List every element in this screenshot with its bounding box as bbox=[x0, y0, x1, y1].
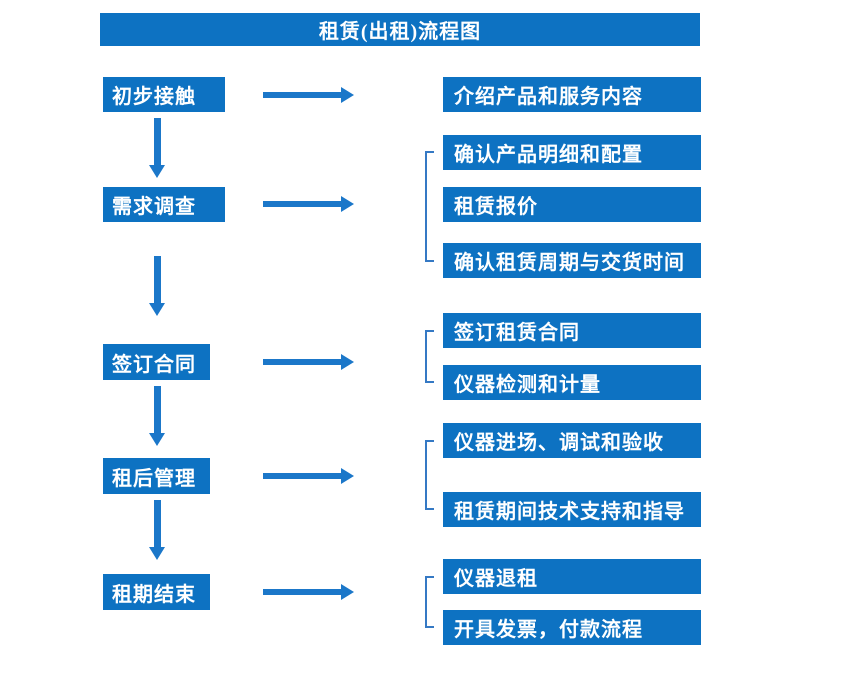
arrow-right-2 bbox=[263, 196, 354, 212]
step-box-demand-survey: 需求调查 bbox=[103, 187, 225, 222]
arrow-right-1 bbox=[263, 87, 354, 103]
output-box-sign-rental-contract: 签订租赁合同 bbox=[443, 313, 701, 348]
output-box-invoice-payment: 开具发票，付款流程 bbox=[443, 610, 701, 645]
bracket-post-rental-group bbox=[425, 440, 434, 510]
step-box-sign-contract: 签订合同 bbox=[103, 344, 210, 380]
arrow-right-3 bbox=[263, 354, 354, 370]
arrow-down-3 bbox=[149, 386, 165, 446]
arrow-down-2 bbox=[149, 256, 165, 316]
output-box-rental-quotation: 租赁报价 bbox=[443, 187, 701, 222]
title-bar: 租赁(出租)流程图 bbox=[100, 13, 700, 46]
output-box-confirm-product-details: 确认产品明细和配置 bbox=[443, 135, 701, 170]
output-box-introduce-products: 介绍产品和服务内容 bbox=[443, 77, 701, 112]
bracket-sign-contract-group bbox=[425, 330, 434, 383]
arrow-down-1 bbox=[149, 118, 165, 178]
output-box-confirm-period-delivery: 确认租赁周期与交货时间 bbox=[443, 243, 701, 278]
bracket-demand-survey-group bbox=[425, 151, 434, 262]
output-box-instrument-return: 仪器退租 bbox=[443, 559, 701, 594]
output-box-technical-support: 租赁期间技术支持和指导 bbox=[443, 492, 701, 527]
step-box-initial-contact: 初步接触 bbox=[103, 77, 225, 112]
step-box-rental-end: 租期结束 bbox=[103, 574, 210, 610]
arrow-down-4 bbox=[149, 500, 165, 560]
step-box-post-rental-management: 租后管理 bbox=[103, 458, 210, 494]
output-box-instrument-testing: 仪器检测和计量 bbox=[443, 365, 701, 400]
arrow-right-5 bbox=[263, 584, 354, 600]
output-box-instrument-entry-acceptance: 仪器进场、调试和验收 bbox=[443, 423, 701, 458]
arrow-right-4 bbox=[263, 468, 354, 484]
bracket-rental-end-group bbox=[425, 576, 434, 628]
